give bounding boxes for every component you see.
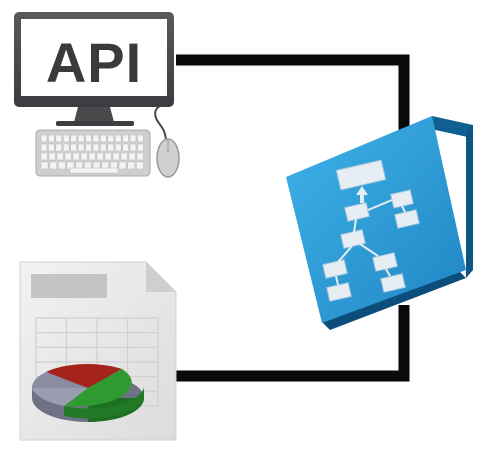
flow-node-d: [340, 229, 366, 249]
keyboard-key: [115, 134, 122, 143]
keyboard-key: [77, 134, 85, 143]
api-label: API: [46, 31, 142, 94]
connector-lines: [176, 54, 410, 382]
keyboard-key: [85, 143, 92, 152]
keyboard-key: [70, 143, 77, 152]
keyboard-key: [58, 161, 66, 170]
keyboard-key: [55, 134, 62, 143]
keyboard-key: [136, 152, 144, 161]
workflow-box-side-right: [431, 116, 473, 138]
mouse-body: [156, 138, 180, 178]
keyboard-key: [129, 143, 137, 152]
keyboard-key: [127, 161, 135, 170]
flow-node-a: [344, 202, 370, 222]
flow-arrow: [356, 186, 368, 195]
keyboard-icon: [35, 129, 151, 177]
keyboard-key: [107, 143, 114, 152]
keyboard-key: [40, 161, 49, 170]
keyboard-key: [129, 134, 137, 143]
keyboard-key: [104, 152, 112, 161]
keyboard-key: [137, 143, 144, 152]
keyboard-key: [40, 134, 48, 143]
pie-depth-green-front: [64, 388, 144, 419]
keyboard-key: [85, 134, 92, 143]
mouse-icon: [154, 105, 180, 178]
workflow-box-face: [286, 116, 466, 323]
keyboard-key: [63, 134, 70, 143]
keyboard-key: [120, 152, 128, 161]
flow-node-h: [326, 282, 352, 302]
workflow-box-side-bottom: [466, 125, 473, 278]
keyboard-key: [100, 134, 107, 143]
pie-slice-gray: [31, 372, 88, 388]
flow-node-c: [394, 209, 420, 229]
keyboard-key: [63, 143, 70, 152]
keyboard-key: [92, 143, 100, 152]
flowchart-graphic: [322, 159, 420, 302]
flow-node-g: [380, 273, 406, 293]
monitor-screen: [21, 19, 167, 96]
connector-bottom: [176, 305, 410, 382]
keyboard-key: [92, 134, 100, 143]
connector-top: [176, 54, 410, 140]
pie-slice-green: [64, 369, 132, 407]
monitor-base: [56, 121, 134, 126]
keyboard-key: [48, 143, 55, 152]
keyboard-key: [136, 161, 144, 170]
keyboard-key: [80, 152, 88, 161]
keyboard-key: [49, 161, 57, 170]
pie-slice-red: [46, 363, 122, 388]
keyboard-key: [48, 152, 56, 161]
keyboard-key: [40, 143, 48, 152]
keyboard-key: [88, 152, 96, 161]
keyboard-key: [115, 143, 122, 152]
keyboard-key: [122, 134, 129, 143]
keyboard-key: [48, 134, 55, 143]
workflow-box-side-bottom-edge: [322, 270, 466, 330]
keyboard-key: [107, 134, 114, 143]
flow-node-b: [390, 189, 414, 209]
mouse-cable: [154, 105, 167, 143]
keyboard-key: [96, 152, 104, 161]
keyboard-key: [64, 152, 72, 161]
keyboard-spacebar: [69, 167, 119, 174]
pie-slice-gray-front: [32, 388, 88, 406]
keyboard-key: [77, 143, 85, 152]
keyboard-key: [55, 143, 62, 152]
document-header-bar: [31, 274, 107, 298]
keyboard-key: [56, 152, 64, 161]
workflow-box-icon: [286, 116, 473, 330]
spreadsheet-document-icon: [19, 261, 177, 441]
keyboard-key: [40, 152, 48, 161]
keyboard-key: [137, 134, 144, 143]
keyboard-keys: [40, 134, 144, 174]
monitor-stand: [74, 107, 114, 122]
keyboard-key: [72, 152, 80, 161]
keyboard-key: [100, 143, 107, 152]
keyboard-key: [122, 143, 129, 152]
desktop-computer-icon: API: [14, 12, 180, 178]
keyboard-key: [70, 134, 77, 143]
keyboard-key: [128, 152, 136, 161]
pie-depth-gray-front: [32, 388, 64, 416]
document-fold: [146, 262, 176, 292]
flow-node-e: [322, 259, 348, 279]
keyboard-key: [112, 152, 120, 161]
flow-top-node: [335, 159, 387, 191]
pie-chart-icon: [31, 363, 144, 422]
keyboard-key: [118, 161, 127, 170]
